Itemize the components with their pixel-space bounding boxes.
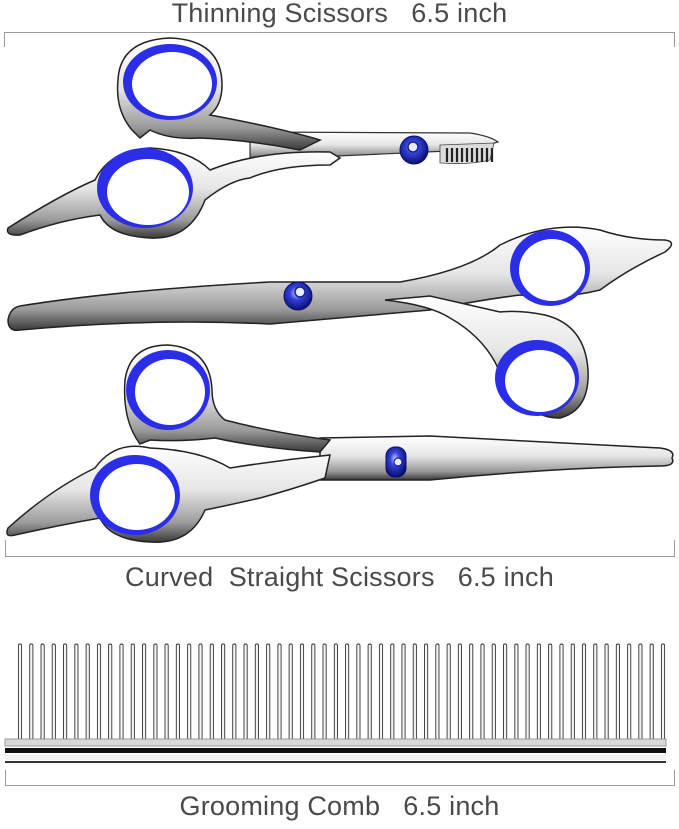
comb-tooth <box>153 643 158 741</box>
comb-tooth <box>536 643 541 741</box>
comb-tooth <box>74 643 79 741</box>
comb-tooth <box>142 643 147 741</box>
comb-tooth <box>85 643 90 741</box>
comb-tooth <box>17 643 23 741</box>
comb-tooth <box>570 643 575 741</box>
comb-tooth <box>660 643 666 741</box>
comb-tooth <box>333 643 338 741</box>
comb-tooth <box>232 643 237 741</box>
comb-tooth <box>593 643 598 741</box>
comb-tooth <box>63 643 68 741</box>
comb-tooth <box>480 643 485 741</box>
comb-tooth <box>311 643 316 741</box>
comb-teeth <box>17 643 666 741</box>
comb-tooth <box>559 643 564 741</box>
comb-tooth <box>322 643 327 741</box>
comb-tooth <box>446 643 451 741</box>
comb-tooth <box>266 643 271 741</box>
comb-tooth <box>277 643 282 741</box>
comb-tooth <box>412 643 417 741</box>
comb-tooth <box>356 643 361 741</box>
grooming-comb-label: Grooming Comb 6.5 inch <box>179 791 500 821</box>
comb-tooth <box>221 643 226 741</box>
comb-tooth <box>96 643 102 741</box>
comb-tooth <box>51 643 56 741</box>
comb-tooth <box>638 643 643 741</box>
comb-tooth <box>40 643 45 741</box>
comb-tooth <box>367 643 372 741</box>
comb-tooth <box>435 643 440 741</box>
comb-tooth <box>108 643 113 741</box>
comb-tooth <box>491 643 496 741</box>
curved-straight-scissors-label: Curved Straight Scissors 6.5 inch <box>125 562 554 592</box>
comb-tooth <box>503 643 508 741</box>
comb-tooth <box>198 643 203 741</box>
comb-tooth <box>299 643 305 741</box>
comb-tooth <box>175 643 180 741</box>
comb-tooth <box>401 643 406 741</box>
comb-tooth <box>548 643 553 741</box>
comb-tooth <box>345 643 350 741</box>
thinning-scissors-label: Thinning Scissors 6.5 inch <box>171 0 508 28</box>
comb-bracket-line <box>5 770 675 786</box>
comb-tooth <box>390 643 395 741</box>
comb-tooth <box>29 643 34 741</box>
thinning-scissors <box>6 37 500 239</box>
comb-tooth <box>525 643 530 741</box>
comb-tooth <box>243 643 248 741</box>
comb-tooth <box>187 643 192 741</box>
comb-tooth <box>581 643 587 741</box>
thinning-teeth <box>445 148 494 162</box>
curved-scissors <box>7 226 673 419</box>
comb-tooth <box>209 643 214 741</box>
comb-tooth <box>627 643 632 741</box>
comb-tooth <box>424 643 429 741</box>
comb-tooth <box>615 643 620 741</box>
straight-scissors <box>6 344 674 543</box>
comb-tooth <box>604 643 609 741</box>
thinning-bracket-line <box>4 32 675 47</box>
comb-tooth <box>288 643 293 741</box>
comb-tooth <box>469 643 474 741</box>
comb-tooth <box>649 643 654 741</box>
scissors-bracket-line <box>5 540 675 557</box>
comb-tooth <box>378 643 384 741</box>
comb-tooth <box>457 643 462 741</box>
grooming-comb <box>4 643 667 763</box>
comb-tooth <box>164 643 169 741</box>
comb-tooth <box>514 643 519 741</box>
comb-tooth <box>130 643 135 741</box>
comb-tooth <box>254 643 259 741</box>
comb-tooth <box>119 643 124 741</box>
